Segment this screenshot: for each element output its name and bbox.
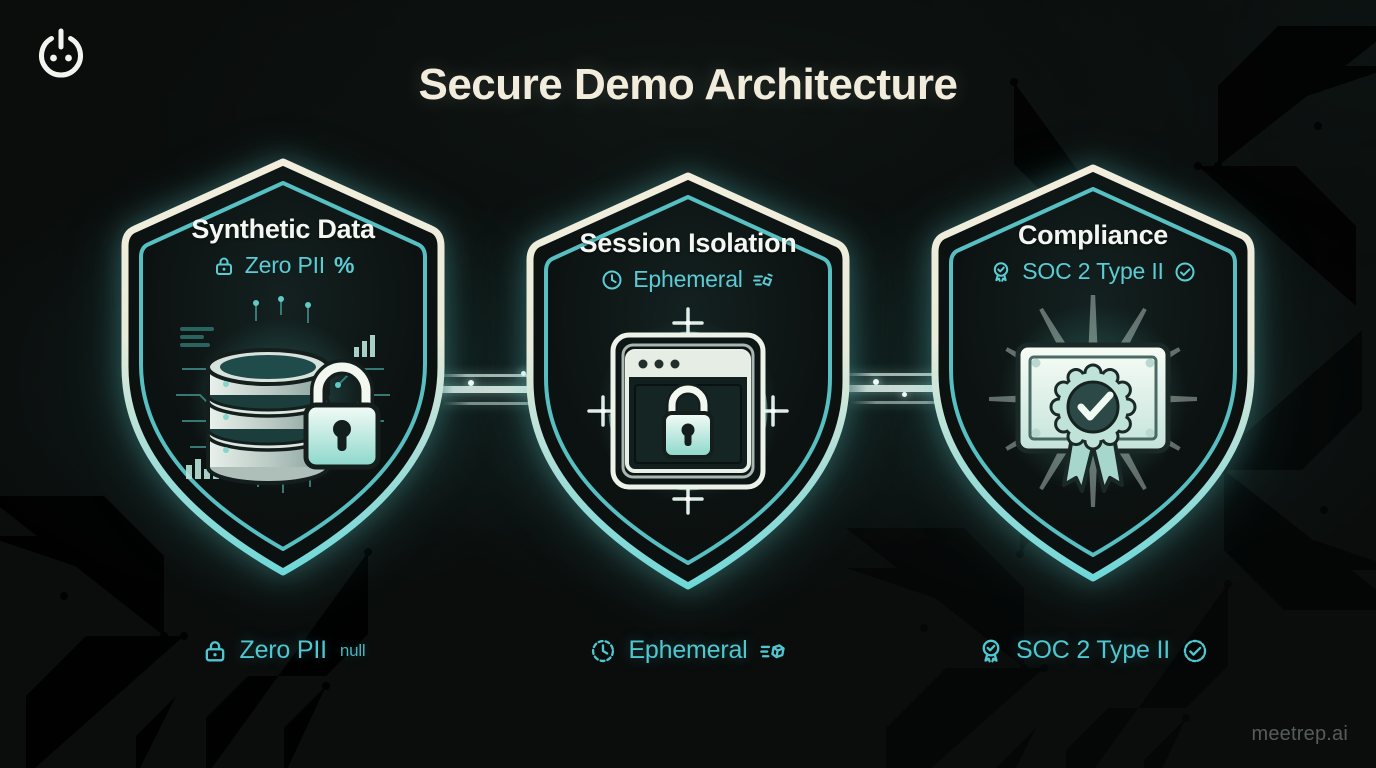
dissolve-icon: [752, 273, 773, 286]
badge-text: SOC 2 Type II: [1022, 258, 1164, 284]
database-lock-illustration: [168, 289, 398, 504]
lock-icon: [215, 257, 232, 275]
shield-compliance: Compliance SOC 2 Type II: [923, 158, 1263, 590]
power-face-logo: [39, 28, 83, 78]
shield-title: Session Isolation: [579, 228, 797, 258]
lock-icon: [205, 640, 224, 661]
shield-title: Synthetic Data: [191, 214, 375, 244]
footer-label-zero-pii: Zero PII null: [113, 636, 453, 665]
shield-badge: SOC 2 Type II: [989, 258, 1196, 285]
shield-session-isolation: Session Isolation Ephemeral: [518, 166, 858, 598]
footer-text: SOC 2 Type II: [1016, 636, 1170, 664]
footer-null-text: null: [339, 640, 366, 660]
clock-dashed-icon: [592, 639, 615, 662]
check-circle-icon: [1175, 262, 1195, 281]
footer-label-ephemeral: Ephemeral: [518, 636, 858, 665]
footer-label-soc2: SOC 2 Type II: [923, 636, 1263, 665]
footer-text: Zero PII: [239, 636, 328, 664]
badge-text: Ephemeral: [633, 266, 743, 292]
browser-lock-illustration: [573, 303, 803, 518]
footer-text: Ephemeral: [628, 636, 748, 664]
percent-icon: %: [333, 252, 355, 278]
shield-badge: Ephemeral: [600, 266, 775, 293]
clock-icon: [602, 270, 622, 289]
shield-title: Compliance: [1017, 220, 1169, 250]
brand-watermark: meetrep.ai: [1251, 723, 1348, 745]
shield-synthetic-data: Synthetic Data Zero PII %: [113, 152, 453, 584]
shield-badge: Zero PII %: [212, 252, 354, 279]
page-title: Secure Demo Architecture: [418, 60, 958, 109]
badge-check-icon: [1183, 639, 1207, 662]
medal-icon: [982, 639, 1000, 662]
badge-text: Zero PII: [244, 252, 325, 278]
package-dissolve-icon: [759, 643, 785, 658]
medal-icon: [994, 261, 1009, 282]
certificate-illustration: [978, 295, 1208, 510]
